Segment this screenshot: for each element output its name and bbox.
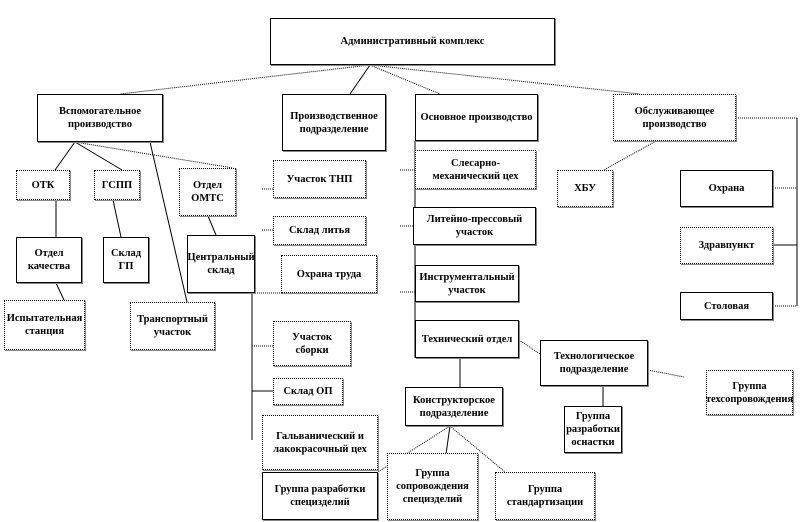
node-special-dev-group: Группа разработки специзделий <box>262 472 378 520</box>
node-technical-dept: Технический отдел <box>415 320 519 358</box>
node-canteen: Столовая <box>680 292 773 320</box>
node-guard: Охрана <box>680 170 773 207</box>
node-op-store: Склад ОП <box>273 378 343 405</box>
node-gp-store: Склад ГП <box>103 237 149 283</box>
node-galvanic-shop: Гальванический и лакокрасочный цех <box>262 415 378 470</box>
node-technology-unit: Технологическое подразделение <box>540 340 648 386</box>
node-central-store: Центральный склад <box>187 235 255 293</box>
node-auxiliary-production: Вспомогательное производство <box>37 94 163 142</box>
node-omts: Отдел ОМТС <box>179 168 236 216</box>
node-quality-dept: Отдел качества <box>16 237 82 283</box>
node-tech-support-group: Группа техсопровождения <box>706 370 793 415</box>
node-special-support-group: Группа сопровождения специзделий <box>387 453 478 520</box>
node-mechanical-shop: Слесарно-механический цех <box>415 150 536 189</box>
node-labor-safety: Охрана труда <box>281 255 377 293</box>
node-press-section: Литейно-прессовый участок <box>413 207 536 245</box>
node-gspp: ГСПП <box>94 170 140 200</box>
node-tooling-group: Группа разработки оснастки <box>564 406 622 453</box>
node-medical-point: Здравпункт <box>680 227 773 264</box>
node-otk: ОТК <box>16 170 70 200</box>
node-transport-section: Транспортный участок <box>130 302 215 350</box>
node-tool-section: Инструментальный участок <box>415 265 519 302</box>
node-test-station: Испытательная станция <box>4 300 85 350</box>
node-design-unit: Конструкторское подразделение <box>405 387 503 426</box>
node-production-unit: Производственное подразделение <box>282 94 386 151</box>
node-service-production: Обслуживающее производство <box>613 94 736 141</box>
node-main-production: Основное производство <box>415 94 538 141</box>
node-standardization-group: Группа стандартизации <box>495 472 595 520</box>
node-hbu: ХБУ <box>557 170 613 207</box>
node-tnp-section: Участок ТНП <box>273 160 366 198</box>
node-casting-store: Склад литья <box>273 216 366 245</box>
node-assembly-section: Участок сборки <box>273 321 351 366</box>
node-admin-complex: Административный комплекс <box>270 18 555 65</box>
